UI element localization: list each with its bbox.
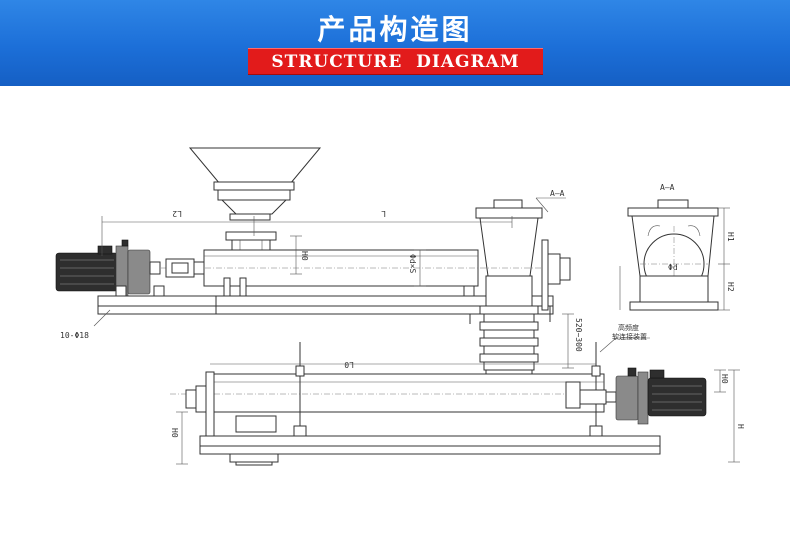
dim-label-d-side: Φd bbox=[668, 263, 678, 272]
discharge-column bbox=[475, 199, 571, 397]
page-title-cn: 产品构造图 bbox=[317, 13, 473, 46]
dim-label-phi-d-s: Φd×S bbox=[408, 254, 417, 273]
dim-label-h1-side: H1 bbox=[726, 232, 735, 242]
lower-screw-tube bbox=[170, 371, 620, 437]
structure-diagram: L2 L A—A H0 Φd×S 10-Φ18 520~300 A—A H1 H… bbox=[55, 147, 745, 466]
lower-drive-motor bbox=[565, 367, 707, 425]
dim-label-h0-left: H0 bbox=[170, 428, 179, 438]
dim-label-h: H bbox=[736, 424, 745, 429]
dim-label-l: L bbox=[381, 209, 386, 218]
section-aa-view: A—A H1 H2 Φd bbox=[619, 183, 735, 311]
note-label-line1: 高频度 bbox=[618, 323, 639, 332]
page-title-en: STRUCTURE DIAGRAM bbox=[271, 51, 520, 72]
upper-conveyor-assembly: L2 L A—A H0 Φd×S 10-Φ18 520~300 bbox=[55, 147, 583, 397]
dim-label-l2: L2 bbox=[172, 209, 182, 218]
section-label-aa-side: A—A bbox=[660, 183, 675, 192]
page-title-en-badge: STRUCTURE DIAGRAM bbox=[248, 48, 543, 75]
header-banner: 产品构造图 STRUCTURE DIAGRAM bbox=[0, 0, 790, 86]
upper-base-frame bbox=[97, 277, 554, 324]
note-label-line2: 软连接装置 bbox=[612, 332, 647, 341]
dim-label-bolts: 10-Φ18 bbox=[60, 331, 89, 340]
dim-label-h2-side: H2 bbox=[726, 282, 735, 292]
dim-label-h0-top: H0 bbox=[300, 251, 309, 261]
dim-label-h0-right: H0 bbox=[720, 374, 729, 384]
section-label-aa-main: A—A bbox=[550, 189, 565, 198]
dim-label-l0: L0 bbox=[344, 360, 354, 369]
upper-dimensions bbox=[93, 197, 574, 369]
lower-base-frame bbox=[199, 415, 661, 466]
dim-label-range: 520~300 bbox=[574, 318, 583, 352]
lower-conveyor-assembly: L0 H0 H0 H 高频度 软连接装置 bbox=[170, 323, 745, 466]
upper-drive-motor bbox=[55, 239, 205, 297]
lower-hangers bbox=[293, 342, 603, 437]
lower-dimensions bbox=[176, 337, 740, 465]
